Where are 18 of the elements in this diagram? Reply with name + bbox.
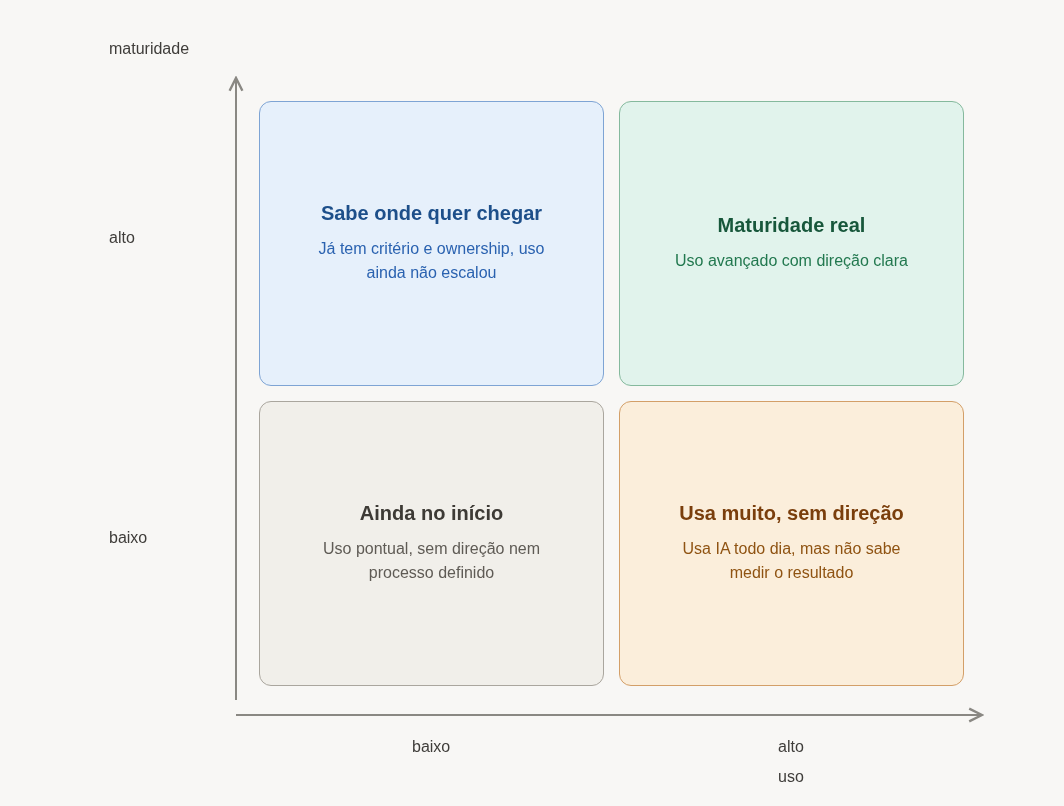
quadrant-description: Uso pontual, sem direção nem processo definido [322, 539, 541, 583]
quadrant-card [619, 401, 964, 686]
axis-title: maturidade [109, 40, 190, 58]
quadrant-card [259, 101, 604, 386]
quadrant-description: Já tem critério e ownership, uso ainda não escalou [317, 239, 546, 283]
quadrant-description: Usa IA todo dia, mas não sabe medir o resultado [681, 539, 902, 583]
quadrant-title: Sabe onde quer chegar [320, 202, 543, 225]
quadrant-card [259, 401, 604, 686]
quadrant-card [619, 101, 964, 386]
axis-label: alto [778, 738, 804, 756]
quadrant-title: Usa muito, sem direção [679, 502, 904, 525]
quadrant-title: Ainda no início [359, 502, 504, 525]
axis-label: baixo [412, 738, 451, 756]
quadrant-description: Uso avançado com direção clara [675, 251, 908, 271]
axis-title: uso [778, 768, 804, 786]
quadrant-title: Maturidade real [717, 214, 866, 237]
axis-label: alto [109, 229, 135, 247]
axis-label: baixo [109, 529, 148, 547]
